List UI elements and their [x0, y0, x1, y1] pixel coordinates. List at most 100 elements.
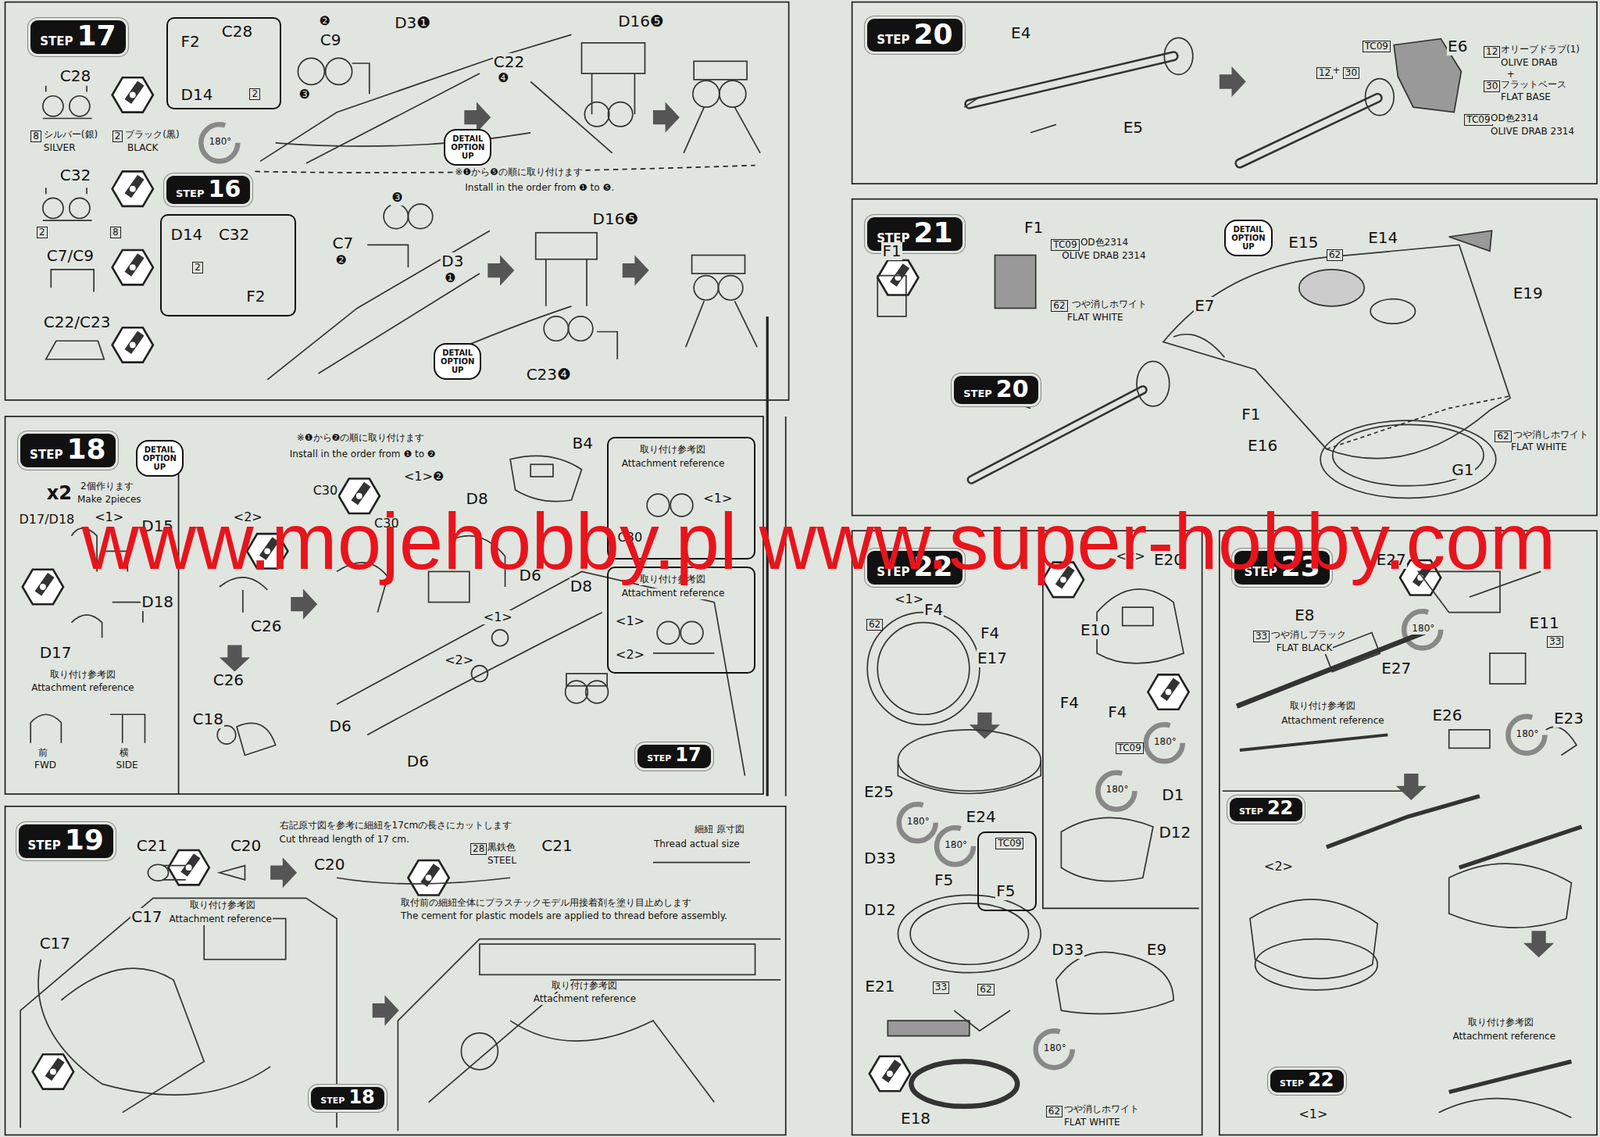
step-number: 20	[913, 18, 953, 50]
part-label: D14	[169, 225, 204, 244]
part-label: D1	[1160, 785, 1185, 804]
note-text: ※❶から❷の順に取り付けます	[296, 432, 426, 444]
rotation-label: 180°	[1410, 623, 1436, 635]
part-label: E8	[1293, 606, 1315, 625]
part-label: E21	[864, 977, 896, 996]
part-label: ❷	[318, 14, 332, 29]
detail-badge: DETAIL OPTION UP	[443, 128, 492, 166]
note-text: FLAT BASE	[1500, 92, 1552, 104]
note-text: FLAT WHITE	[1510, 442, 1568, 454]
note-text: OLIVE DRAB	[1500, 57, 1559, 69]
part-label: C22/C23	[42, 313, 112, 332]
step-number: 18	[66, 433, 106, 465]
part-label: <1>	[1297, 1107, 1329, 1122]
note-text: BLACK	[126, 142, 159, 154]
part-label: E5	[1122, 118, 1144, 137]
part-label: D3	[440, 252, 465, 271]
note-text: Attachment reference	[168, 914, 273, 925]
note-text: 2個作ります	[79, 481, 135, 493]
step-word: STEP	[320, 1096, 345, 1106]
rotation-label: 180°	[1515, 728, 1540, 740]
note-text: 取り付け参考図	[189, 900, 257, 911]
paint-code: TC09	[1362, 40, 1391, 53]
part-label: D12	[1157, 823, 1192, 842]
note-text: つや消しホワイト	[1071, 299, 1148, 311]
part-label: D16❺	[592, 210, 640, 229]
step-badge: STEP20	[953, 375, 1038, 404]
part-label: C7	[331, 234, 354, 253]
note-text: 横	[118, 747, 130, 759]
note-text: OD色2314	[1489, 113, 1540, 125]
part-label: D17	[39, 643, 73, 662]
part-label: F2	[180, 32, 201, 51]
part-label: F5	[933, 871, 954, 890]
part-label: F4	[1059, 693, 1080, 712]
note-text: Attachment reference	[1452, 1031, 1557, 1043]
paint-code: 28	[470, 842, 487, 855]
step-word: STEP	[1279, 1078, 1304, 1089]
paint-code: 62	[1046, 1105, 1063, 1118]
part-label: <2>	[1263, 859, 1294, 874]
part-label: C17	[130, 907, 163, 926]
part-label: F1	[881, 242, 902, 261]
note-text: 右記原寸図を参考に細紐を17cmの長さにカットします	[278, 820, 514, 832]
inset-box: TC09F5	[977, 831, 1037, 911]
note-text: Thread actual size	[653, 839, 741, 850]
paint-code: 12	[1483, 46, 1500, 58]
step-word: STEP	[646, 753, 672, 764]
part-label: F2	[245, 287, 266, 306]
paint-code: 2	[249, 88, 261, 100]
part-label: G1	[1450, 460, 1475, 479]
part-label: E17	[976, 649, 1008, 668]
part-label: ❷	[334, 253, 347, 268]
part-label: D3❶	[393, 14, 432, 33]
part-label: D33	[863, 849, 897, 868]
step-number: 19	[64, 824, 104, 856]
part-label: E14	[1367, 228, 1399, 247]
part-label: E9	[1146, 940, 1168, 959]
step-number: 21	[913, 217, 953, 249]
paint-code: 8	[110, 226, 122, 239]
note-text: 黒鉄色	[486, 842, 517, 854]
note-text: OD色2314	[1079, 237, 1129, 249]
step-badge: STEP22	[1270, 1069, 1343, 1093]
part-label: <1>	[893, 592, 925, 607]
step-number: 22	[1267, 797, 1293, 818]
note-text: Attachment reference	[532, 993, 637, 1005]
note-text: OLIVE DRAB 2314	[1060, 250, 1147, 262]
badge-text: DETAIL OPTION UP	[1231, 225, 1265, 251]
rotation-label: 180°	[906, 816, 931, 828]
note-text: 取り付け参考図	[1289, 700, 1357, 712]
inset-box: 取り付け参考図Attachment reference<1><2>	[607, 566, 755, 674]
note-text: STEEL	[486, 855, 518, 867]
step-word: STEP	[963, 388, 993, 400]
badge-text: DETAIL OPTION UP	[440, 348, 475, 375]
note-text: +	[1331, 65, 1341, 77]
paint-code: 62	[1050, 300, 1068, 312]
rotation-label: 180°	[943, 839, 968, 851]
note-text: SIDE	[115, 760, 140, 772]
part-label: D16❺	[617, 12, 665, 31]
paint-code: 2	[192, 261, 204, 274]
part-label: D17/D18	[18, 512, 76, 527]
note-text: 取付前の細紐全体にプラスチックモデル用接着剤を塗り目止めします	[400, 897, 693, 909]
detail-badge: DETAIL OPTION UP	[135, 439, 184, 477]
quantity-mark: x2	[46, 482, 73, 505]
part-label: <1>	[614, 614, 646, 629]
paint-code: 62	[866, 618, 883, 631]
step-word: STEP	[39, 35, 73, 49]
paint-code: 12	[1316, 67, 1333, 79]
inset-box: D14C322F2	[160, 214, 297, 317]
part-label: F1	[1240, 405, 1261, 424]
step-word: STEP	[1239, 807, 1264, 817]
note-text: 細紐 原寸図	[693, 824, 746, 836]
step-number: 17	[76, 20, 116, 52]
step-number: 18	[348, 1086, 375, 1108]
paint-code: 62	[1326, 249, 1343, 261]
note-text: SILVER	[42, 142, 77, 154]
step-badge: STEP17	[637, 744, 711, 768]
note-text: FLAT WHITE	[1063, 1117, 1122, 1129]
step-number: 16	[208, 175, 242, 202]
part-label: F4	[979, 624, 1000, 643]
part-label: E26	[1431, 706, 1463, 725]
